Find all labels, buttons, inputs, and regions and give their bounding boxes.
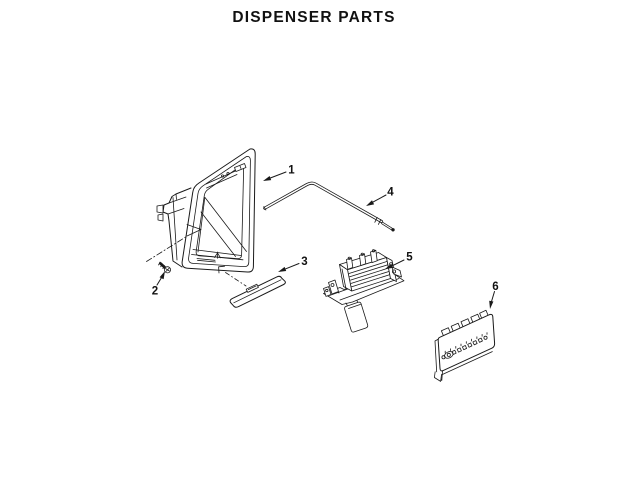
callout-4: 4	[366, 187, 394, 206]
tray-mount-mark	[218, 265, 225, 274]
callout-1: 1	[263, 165, 295, 181]
callout-4-arrowhead	[366, 200, 375, 206]
callout-1-label: 1	[288, 165, 295, 177]
part-screw	[146, 224, 202, 274]
page-title: DISPENSER PARTS	[232, 9, 396, 26]
panel-foot	[434, 371, 442, 382]
callout-3-label: 3	[301, 256, 307, 268]
part-drip-tray	[218, 265, 286, 308]
callout-6: 6	[489, 281, 499, 309]
callout-3: 3	[278, 256, 308, 272]
callout-6-arrowhead	[489, 300, 494, 309]
callout-5-label: 5	[406, 252, 413, 264]
callout-6-label: 6	[492, 281, 498, 293]
part-dispenser-frame	[156, 148, 256, 273]
part-control-panel	[434, 309, 496, 382]
callout-2: 2	[152, 271, 165, 298]
callout-2-arrowhead	[159, 271, 165, 280]
module-flap	[344, 301, 369, 333]
panel-button-row	[441, 332, 488, 360]
part-dispenser-module	[323, 249, 405, 333]
callout-4-label: 4	[387, 187, 394, 199]
callout-2-label: 2	[152, 286, 158, 298]
screw-centerline	[146, 236, 187, 262]
tray-leader-line	[225, 272, 247, 287]
callout-3-arrowhead	[278, 266, 287, 272]
callout-1-arrowhead	[263, 176, 272, 181]
callouts: 1 2 3 4 5	[152, 165, 499, 309]
callout-5-arrowhead	[385, 263, 394, 269]
callout-5: 5	[385, 252, 413, 269]
part-water-tube	[263, 181, 395, 232]
tube-end-fitting	[391, 228, 395, 232]
mount-chevron	[186, 224, 202, 237]
